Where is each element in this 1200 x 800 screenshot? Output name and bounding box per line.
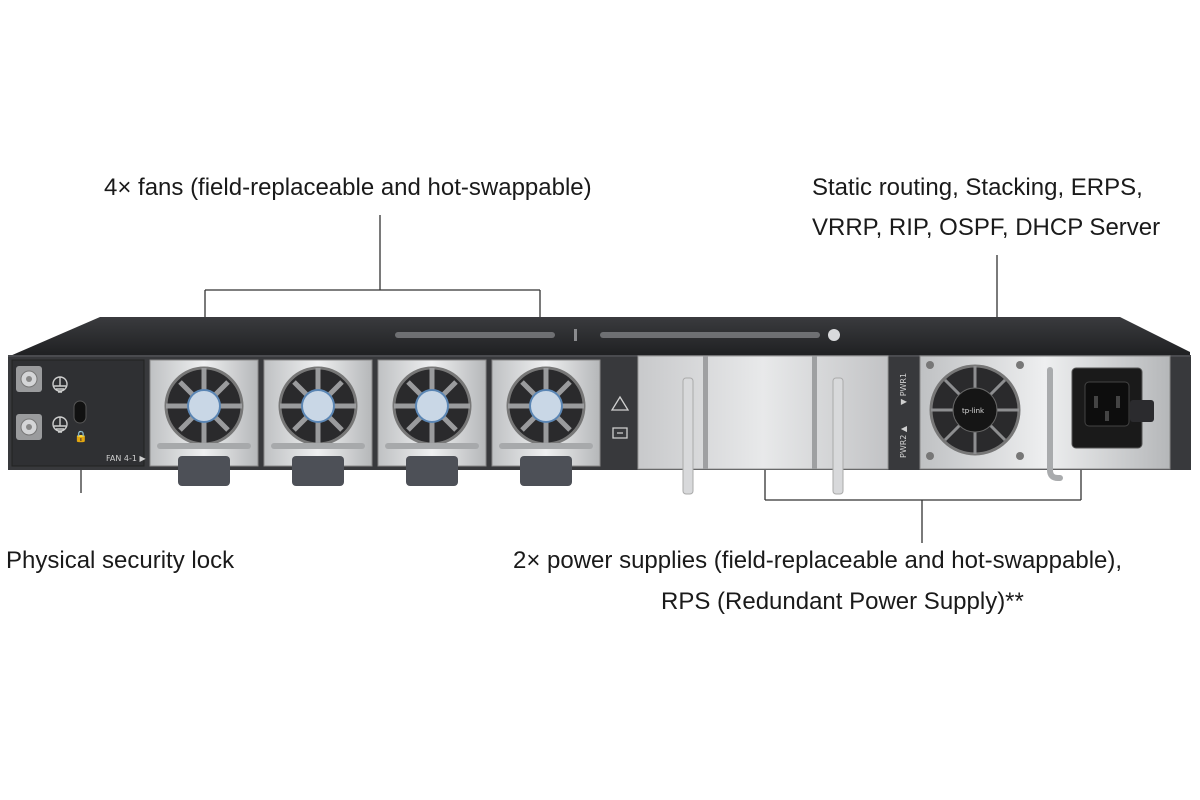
grounding-screw-bottom	[16, 414, 42, 440]
features-callout-line1: Static routing, Stacking, ERPS,	[812, 174, 1143, 201]
chassis-top	[10, 317, 1190, 356]
psu-blank-handle-right	[832, 377, 844, 495]
fan-module-3	[263, 359, 373, 486]
grounding-screw-top	[16, 366, 42, 392]
psu-handle	[1047, 367, 1063, 481]
psu-latch	[1130, 400, 1154, 422]
fans-leader	[204, 215, 541, 318]
warning-icons	[610, 395, 630, 439]
power-callout-line2: RPS (Redundant Power Supply)**	[661, 588, 1024, 615]
ground-icon	[52, 376, 68, 433]
brand-logo-top	[395, 329, 840, 341]
psu-brand: tp-link	[962, 407, 985, 415]
pwr1-label: ▼ PWR1	[899, 373, 908, 405]
pwr-labels: ▼ PWR1 PWR2 ▲	[899, 373, 908, 458]
power-callout-line1: 2× power supplies (field-replaceable and…	[513, 547, 1123, 574]
fan-module-2	[377, 359, 487, 486]
lock-callout: Physical security lock	[6, 547, 235, 574]
fan-module-4	[149, 359, 259, 486]
left-panel: 🔒 FAN 4-1 ▶	[11, 359, 146, 467]
fans-callout: 4× fans (field-replaceable and hot-swapp…	[104, 174, 592, 201]
fan-module-1	[491, 359, 601, 486]
warning-triangle-icon	[610, 395, 630, 411]
lock-icon: 🔒	[74, 430, 88, 443]
power-leader	[764, 470, 1082, 543]
fan-label: FAN 4-1 ▶	[106, 454, 146, 463]
features-callout-line2: VRRP, RIP, OSPF, DHCP Server	[812, 214, 1161, 241]
fan-modules	[149, 359, 601, 486]
leader-lines	[80, 215, 1082, 543]
psu-installed: tp-link	[919, 355, 1171, 481]
pwr2-label: PWR2 ▲	[899, 425, 908, 458]
psu-blank-handle-left	[682, 377, 694, 495]
power-warning-icon	[612, 427, 628, 439]
psu-blank-slot	[637, 355, 889, 495]
security-lock-slot	[73, 400, 87, 424]
